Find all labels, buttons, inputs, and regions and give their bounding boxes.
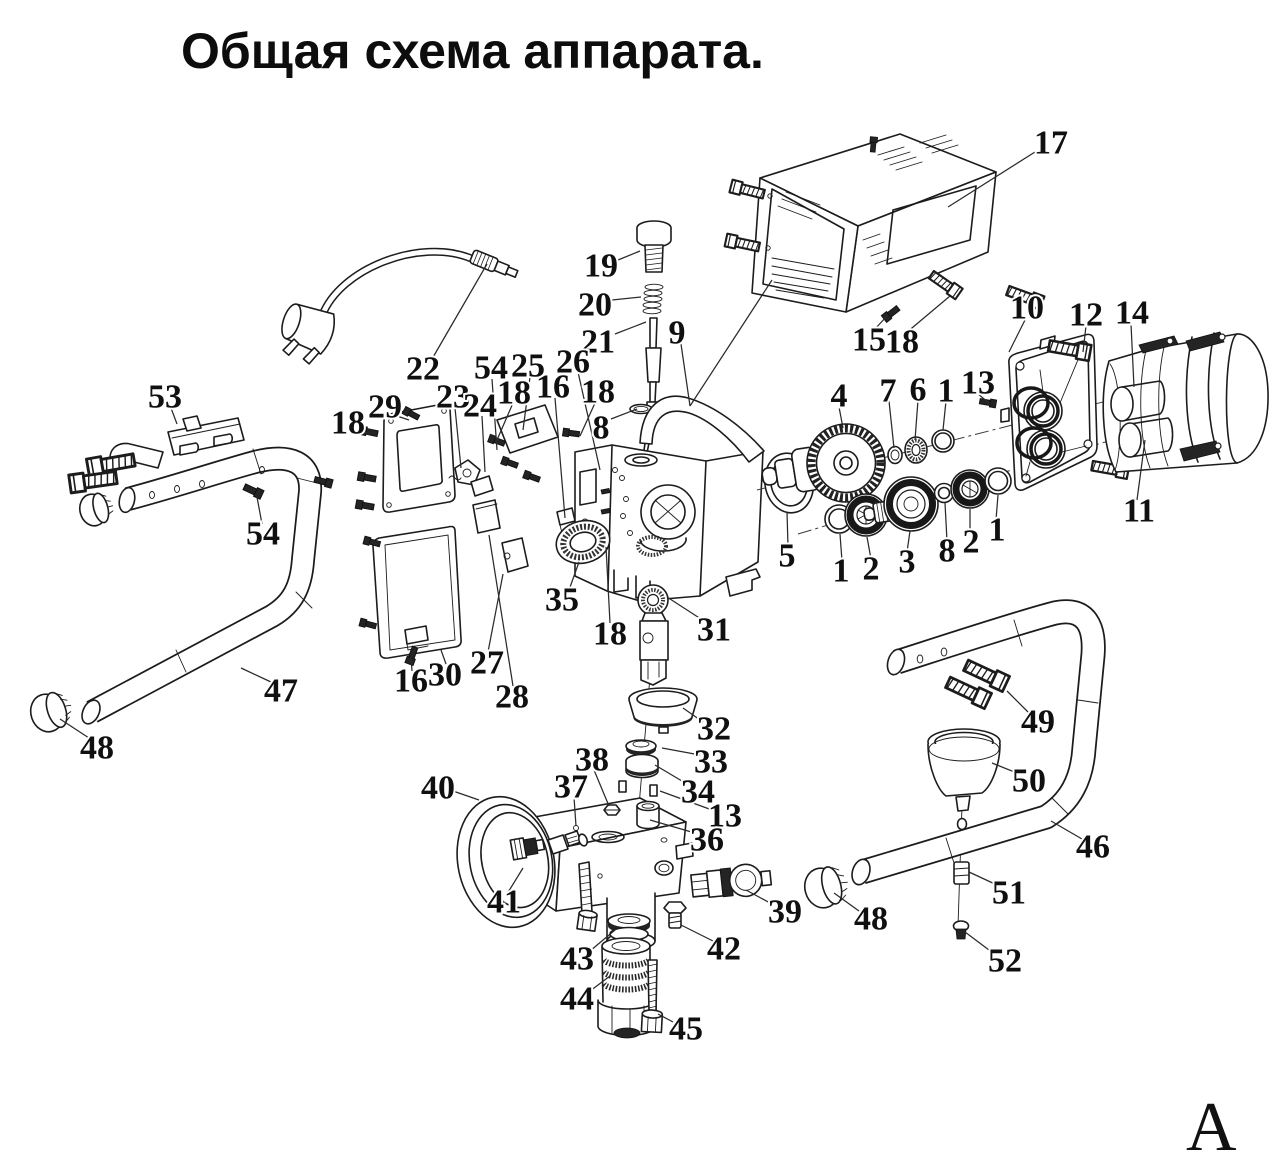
gearbox-plate-part bbox=[978, 282, 1131, 491]
part-label-2-32: 2 bbox=[863, 551, 880, 588]
part-label-1-31: 1 bbox=[833, 553, 850, 590]
part-label-1-36: 1 bbox=[989, 512, 1006, 549]
cord-wrap-bracket bbox=[109, 415, 245, 472]
motor-cover-part bbox=[723, 133, 997, 323]
part-label-35-37: 35 bbox=[545, 582, 579, 619]
part-label-36-50: 36 bbox=[690, 822, 724, 859]
part-label-25-10: 25 bbox=[511, 348, 545, 385]
part-label-52-65: 52 bbox=[988, 943, 1022, 980]
part-label-16-11: 16 bbox=[536, 369, 570, 406]
part-label-17-0: 17 bbox=[1034, 125, 1068, 162]
page-title: Общая схема аппарата. bbox=[181, 23, 764, 79]
part-label-48-45: 48 bbox=[80, 730, 114, 767]
part-label-4-28: 4 bbox=[831, 378, 848, 415]
power-cord-part bbox=[281, 247, 519, 365]
part-label-9-6: 9 bbox=[669, 315, 686, 352]
seal-stack-parts bbox=[618, 687, 698, 797]
part-label-12-22: 12 bbox=[1069, 297, 1103, 334]
outlet-valve-part bbox=[690, 863, 773, 899]
part-label-8-14: 8 bbox=[593, 410, 610, 447]
part-label-41-54: 41 bbox=[487, 884, 521, 921]
valve-seat-36 bbox=[636, 800, 660, 830]
part-label-46-62: 46 bbox=[1076, 829, 1110, 866]
part-label-6-26: 6 bbox=[910, 372, 927, 409]
motor-part bbox=[1102, 331, 1269, 473]
part-label-47-44: 47 bbox=[264, 673, 298, 710]
part-label-51-63: 51 bbox=[992, 875, 1026, 912]
part-label-2-35: 2 bbox=[963, 524, 980, 561]
part-label-53-19: 53 bbox=[148, 379, 182, 416]
part-label-37-52: 37 bbox=[554, 769, 588, 806]
part-label-48-64: 48 bbox=[854, 901, 888, 938]
part-label-24-16: 24 bbox=[463, 388, 497, 425]
part-label-23-15: 23 bbox=[436, 379, 470, 416]
part-label-14-23: 14 bbox=[1115, 295, 1149, 332]
part-label-31-39: 31 bbox=[697, 612, 731, 649]
part-label-50-61: 50 bbox=[1012, 763, 1046, 800]
bushing-part bbox=[555, 519, 611, 565]
part-label-54-20: 54 bbox=[246, 516, 280, 553]
side-panel-part bbox=[358, 525, 462, 666]
part-label-3-33: 3 bbox=[899, 544, 916, 581]
part-label-28-43: 28 bbox=[495, 679, 529, 716]
part-label-43-57: 43 bbox=[560, 941, 594, 978]
suction-strainer-part bbox=[927, 728, 1001, 940]
part-label-8-34: 8 bbox=[939, 533, 956, 570]
corner-letter: A bbox=[1186, 1089, 1237, 1166]
connecting-rod-part bbox=[637, 584, 669, 686]
part-label-10-21: 10 bbox=[1010, 290, 1044, 327]
part-label-32-46: 32 bbox=[697, 711, 731, 748]
part-label-21-5: 21 bbox=[581, 324, 615, 361]
part-label-11-29: 11 bbox=[1123, 493, 1155, 530]
part-label-39-55: 39 bbox=[768, 894, 802, 931]
part-label-18-38: 18 bbox=[593, 616, 627, 653]
left-frame-part bbox=[29, 415, 334, 733]
plug-38 bbox=[603, 804, 621, 816]
part-label-54-9: 54 bbox=[474, 350, 508, 387]
part-label-30-40: 30 bbox=[428, 657, 462, 694]
part-label-44-58: 44 bbox=[560, 981, 594, 1018]
part-label-7-27: 7 bbox=[880, 373, 897, 410]
part-label-19-3: 19 bbox=[584, 248, 618, 285]
part-label-18-2: 18 bbox=[885, 324, 919, 361]
part-label-5-30: 5 bbox=[779, 538, 796, 575]
part-label-18-12: 18 bbox=[497, 375, 531, 412]
right-frame-part bbox=[803, 599, 1106, 940]
part-label-18-18: 18 bbox=[331, 405, 365, 442]
part-label-33-47: 33 bbox=[694, 744, 728, 781]
fitting-42 bbox=[663, 901, 687, 929]
part-label-45-59: 45 bbox=[669, 1011, 703, 1048]
part-label-15-1: 15 bbox=[852, 322, 886, 359]
part-label-18-13: 18 bbox=[581, 374, 615, 411]
fitting-41 bbox=[509, 837, 546, 861]
part-label-16-41: 16 bbox=[394, 663, 428, 700]
leader-lines bbox=[59, 151, 1146, 1023]
pressure-gauge-part bbox=[456, 795, 589, 929]
part-label-13-24: 13 bbox=[961, 365, 995, 402]
cord-connector bbox=[469, 249, 519, 279]
gasket-plate-part bbox=[354, 403, 456, 513]
part-label-42-56: 42 bbox=[707, 931, 741, 968]
part-label-1-25: 1 bbox=[938, 373, 955, 410]
part-label-40-53: 40 bbox=[421, 770, 455, 807]
part-label-20-4: 20 bbox=[578, 287, 612, 324]
part-label-34-48: 34 bbox=[681, 774, 715, 811]
part-label-29-17: 29 bbox=[368, 389, 402, 426]
part-label-13-49: 13 bbox=[708, 798, 742, 835]
pump-housing-part bbox=[574, 395, 765, 602]
gear-train-parts bbox=[761, 423, 1012, 537]
part-label-49-60: 49 bbox=[1021, 704, 1055, 741]
part-label-27-42: 27 bbox=[470, 645, 504, 682]
part-label-22-7: 22 bbox=[406, 351, 440, 388]
part-label-26-8: 26 bbox=[556, 344, 590, 381]
part-label-38-51: 38 bbox=[575, 742, 609, 779]
